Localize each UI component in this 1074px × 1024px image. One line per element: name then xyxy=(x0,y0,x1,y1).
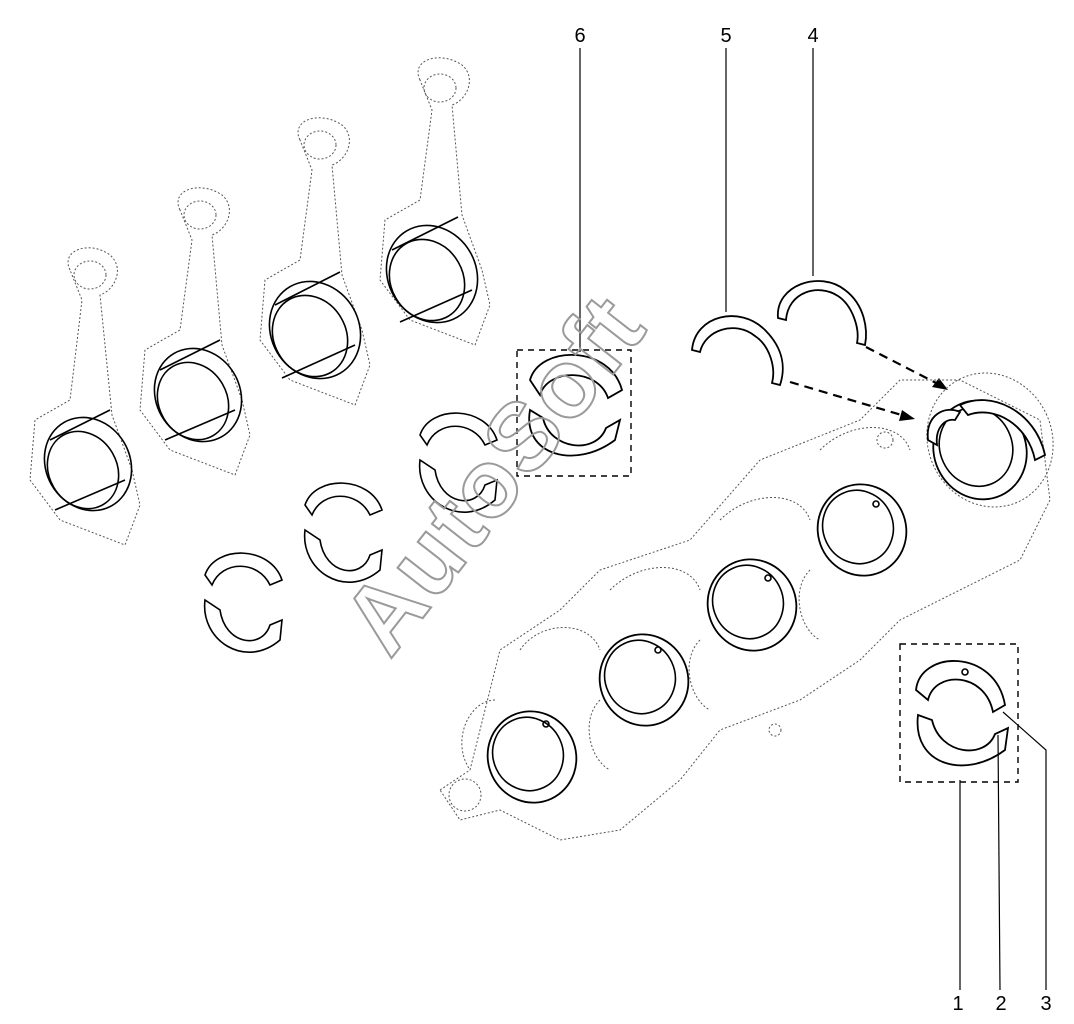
items-1-3-box xyxy=(899,643,1019,783)
main-bearing-1 xyxy=(486,710,578,804)
bearing-shell-pair-1 xyxy=(203,552,284,653)
callout-2: 2 xyxy=(995,993,1006,1015)
main-bearing-3 xyxy=(706,558,798,652)
connecting-rod-2 xyxy=(139,187,251,476)
item-6-bearing-shells xyxy=(528,353,624,457)
item-3-leader xyxy=(1002,711,1047,990)
callout-6: 6 xyxy=(574,25,585,47)
bearing-shell-pair-2 xyxy=(303,482,384,583)
connecting-rod-3 xyxy=(259,117,371,406)
main-bearing-2 xyxy=(598,633,690,727)
item-4-thrust-washer xyxy=(777,280,867,347)
item-5-thrust-washer xyxy=(691,315,784,387)
callout-3: 3 xyxy=(1040,993,1051,1015)
callout-5: 5 xyxy=(720,25,731,47)
items-1-3-bearing-shells xyxy=(915,660,1010,767)
bearing-shell-pair-3 xyxy=(418,412,499,513)
assembly-arrows xyxy=(789,346,948,421)
main-bearing-4 xyxy=(816,483,908,577)
connecting-rod-4 xyxy=(379,57,491,346)
callout-4: 4 xyxy=(807,25,818,47)
callout-1: 1 xyxy=(952,993,963,1015)
item-6-box xyxy=(516,349,632,477)
watermark: AutoSoft xyxy=(322,275,666,673)
connecting-rod-1 xyxy=(29,247,141,546)
main-bearing-thrust xyxy=(926,399,1047,501)
item-2-leader xyxy=(997,734,1001,991)
